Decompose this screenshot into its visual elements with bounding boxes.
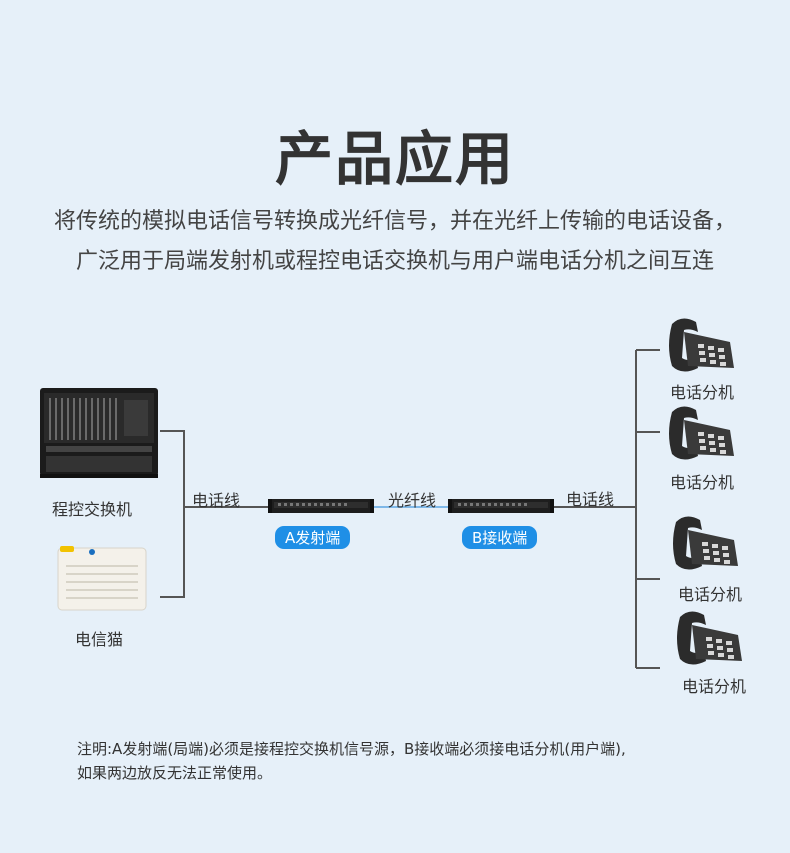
transmitter-badge: A发射端 [275,526,351,549]
modem-icon [57,546,147,611]
phone-icon [677,611,742,665]
phone-line-right-label: 电话线 [566,490,615,509]
extension-label-4: 电话分机 [682,677,747,696]
extension-label-2: 电话分机 [670,473,735,492]
fiber-label: 光纤线 [388,491,437,510]
phone-icon [669,318,734,372]
note-line-1: 注明:A发射端(局端)必须是接程控交换机信号源，B接收端必须接电话分机(用户端)… [77,740,626,758]
transmitter-device-icon [268,499,374,513]
phone-icon [673,516,738,570]
pbx-cabinet-icon [40,388,158,478]
receiver-device-icon [448,499,554,513]
phone-icon [669,406,734,460]
note-line-2: 如果两边放反无法正常使用。 [77,764,273,782]
receiver-badge: B接收端 [462,526,538,549]
modem-connector [160,507,185,598]
description-line-1: 将传统的模拟电话信号转换成光纤信号，并在光纤上传输的电话设备， [53,209,736,234]
extension-label-1: 电话分机 [670,383,735,402]
description-line-2: 广泛用于局端发射机或程控电话交换机与用户端电话分机之间互连 [75,249,714,274]
phone-line-left-label: 电话线 [192,491,241,510]
page-title: 产品应用 [274,125,515,193]
pbx-connector [160,430,185,507]
extension-label-3: 电话分机 [678,585,743,604]
modem-label: 电信猫 [75,630,124,649]
pbx-label: 程控交换机 [52,500,133,519]
